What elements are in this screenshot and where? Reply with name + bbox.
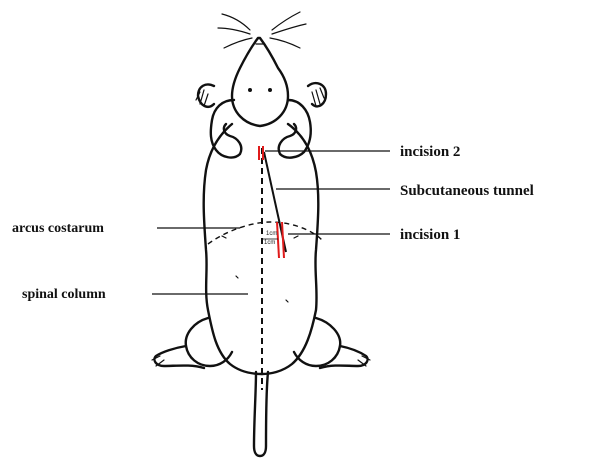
label-spinal-column: spinal column: [22, 287, 106, 302]
label-arcus-costarum: arcus costarum: [12, 221, 104, 236]
label-incision-1: incision 1: [400, 227, 460, 243]
measurement-upper: 1cm: [266, 231, 277, 237]
label-incision-2: incision 2: [400, 144, 460, 160]
label-subcutaneous-tunnel: Subcutaneous tunnel: [400, 183, 534, 199]
measurement-lower: 1cm: [264, 240, 275, 246]
